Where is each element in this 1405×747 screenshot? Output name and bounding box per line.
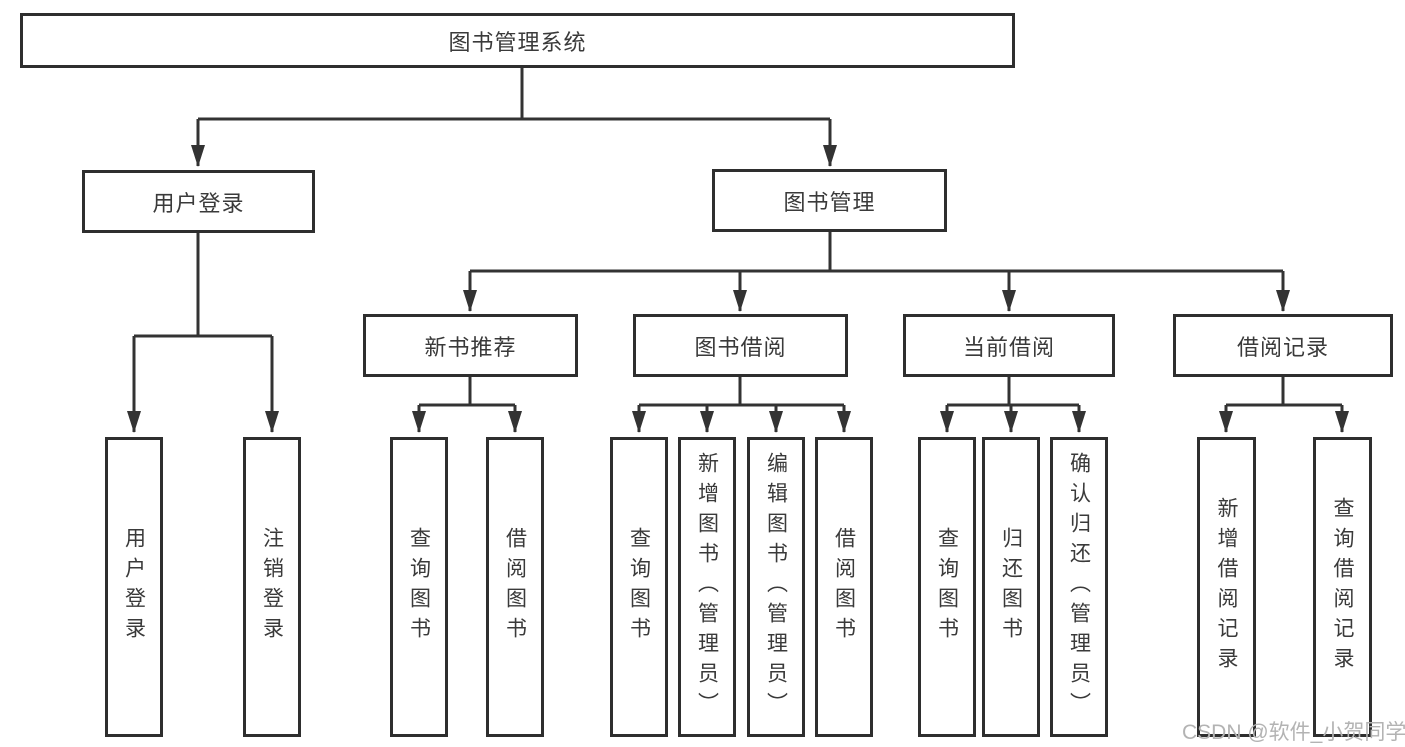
node-book-management: 图书管理: [712, 169, 947, 232]
leaf-borrow-books-borrowing: 借阅图书: [815, 437, 873, 737]
node-user-login: 用户登录: [82, 170, 315, 233]
leaf-user-login: 用户登录: [105, 437, 163, 737]
node-book-borrowing: 图书借阅: [633, 314, 848, 377]
node-new-book-recommendation: 新书推荐: [363, 314, 578, 377]
csdn-watermark: CSDN @软件_小贺同学: [1182, 721, 1405, 744]
leaf-query-books-current: 查询图书: [918, 437, 976, 737]
leaf-return-books: 归还图书: [982, 437, 1040, 737]
leaf-confirm-return-admin: 确认归还（管理员）: [1050, 437, 1108, 737]
leaf-add-borrow-record: 新增借阅记录: [1197, 437, 1256, 737]
leaf-logout: 注销登录: [243, 437, 301, 737]
leaf-add-book-admin: 新增图书（管理员）: [678, 437, 736, 737]
leaf-query-borrow-record: 查询借阅记录: [1313, 437, 1372, 737]
node-borrowing-records: 借阅记录: [1173, 314, 1393, 377]
leaf-query-books-borrowing: 查询图书: [610, 437, 668, 737]
node-library-management-system: 图书管理系统: [20, 13, 1015, 68]
leaf-borrow-books-recommend: 借阅图书: [486, 437, 544, 737]
leaf-edit-book-admin: 编辑图书（管理员）: [747, 437, 805, 737]
leaf-query-books-recommend: 查询图书: [390, 437, 448, 737]
node-current-borrowing: 当前借阅: [903, 314, 1115, 377]
